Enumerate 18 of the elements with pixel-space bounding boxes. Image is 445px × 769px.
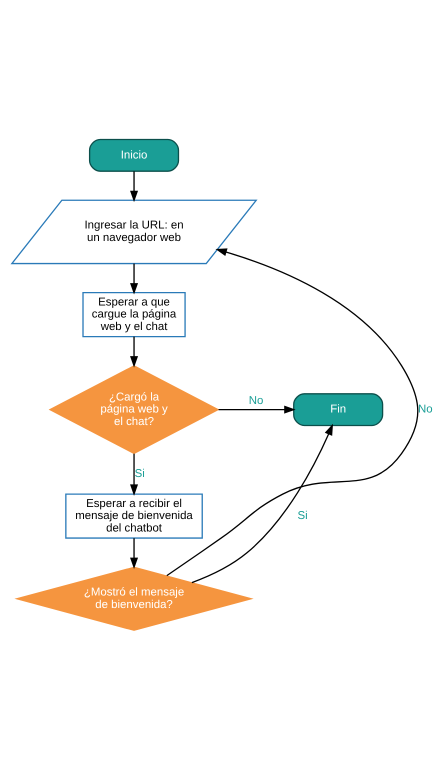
arrow [166,248,418,576]
arrow [192,423,334,583]
arrow [130,170,138,202]
node-diamond: ¿Cargó la página web y el chat? [48,364,220,454]
edge-label: No [418,403,433,416]
arrow [218,405,296,414]
node-box: Esperar a que cargue la página web y el chat [82,291,186,337]
arrow [130,453,138,496]
edge-label: Si [297,510,308,522]
node-box: Inicio [88,138,180,172]
edge-label: No [248,394,264,406]
node-diamond: ¿Mostró el mensaje de bienvenida? [14,566,254,630]
edge-label: Si [134,467,145,480]
arrow [130,263,138,294]
node-box: Fin [293,392,384,426]
arrow [130,336,138,368]
node-box: Esperar a recibir el mensaje de bienvenida del chatbot [65,492,203,538]
arrow [130,538,138,569]
